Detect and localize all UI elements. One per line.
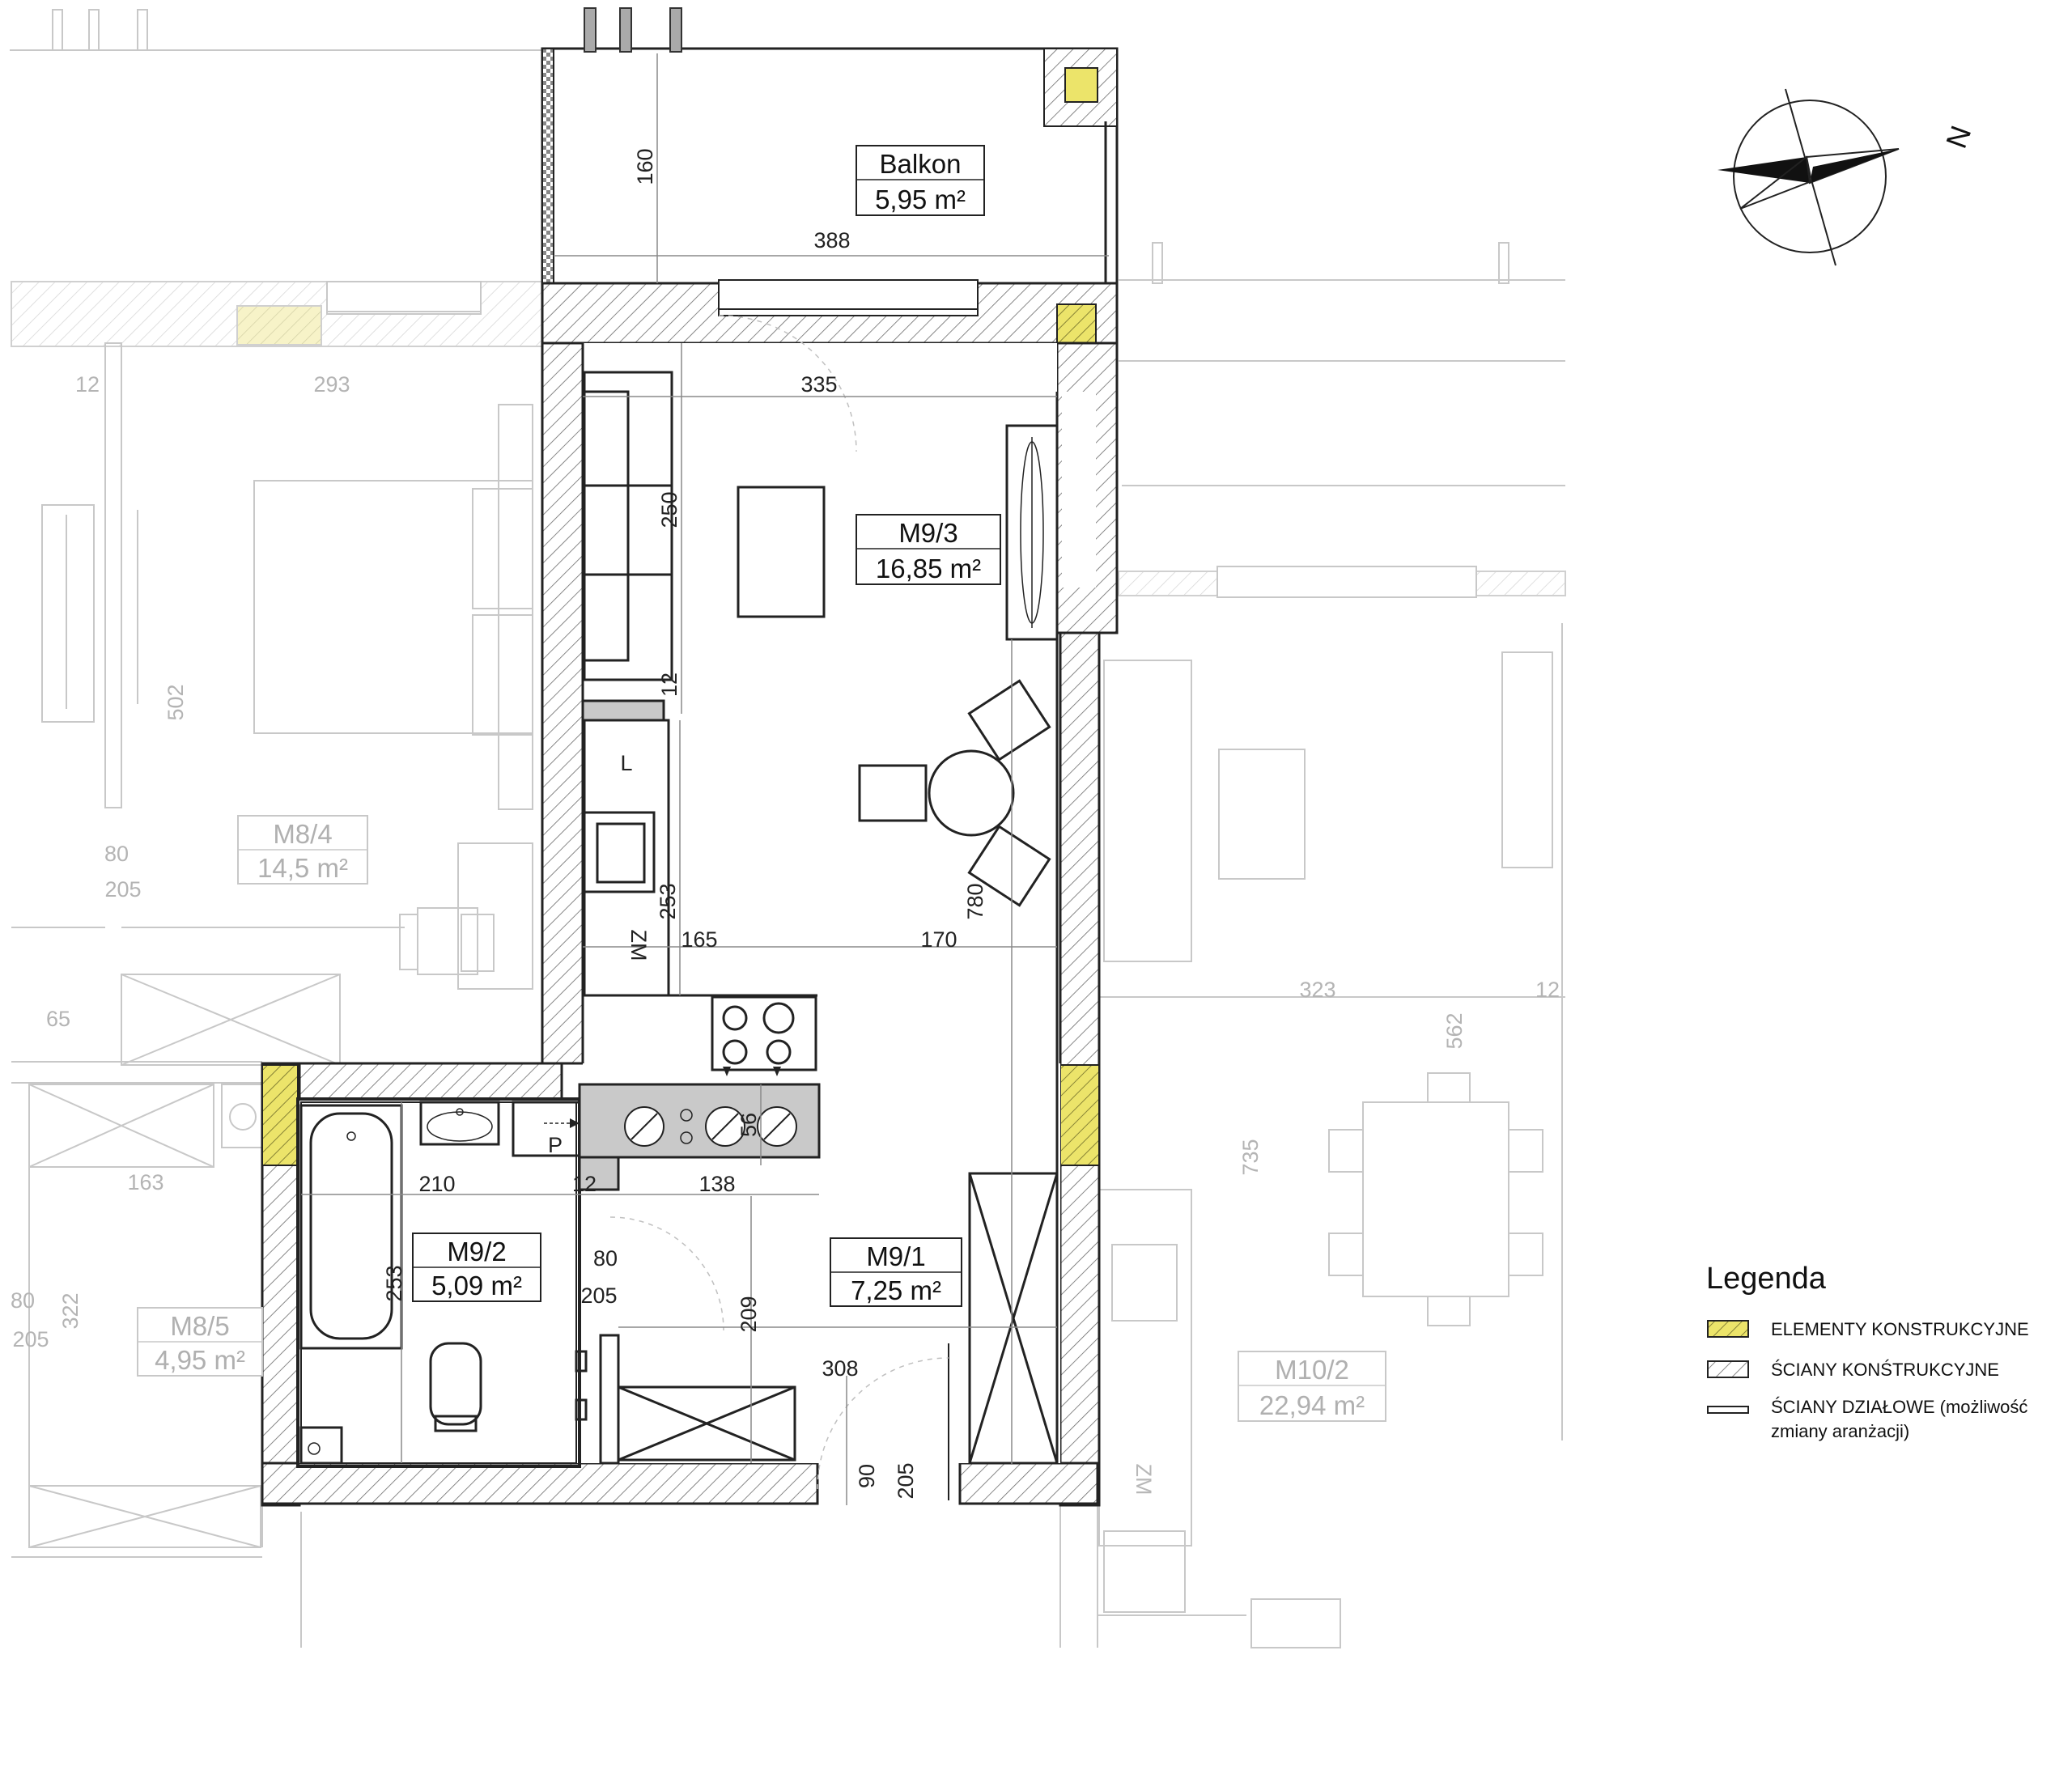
dim-left-322: 322: [58, 1292, 83, 1329]
main-walls: [261, 279, 1119, 1507]
dimension-lines: [301, 53, 1109, 1505]
dim-left-502: 502: [163, 684, 188, 720]
m8-4-area: 14,5 m²: [257, 853, 348, 883]
dim-entry-h: 205: [894, 1462, 918, 1499]
legend-swatch-structural-walls: [1707, 1360, 1749, 1378]
dim-left-12: 12: [75, 372, 100, 397]
legend-label-partition-walls: ŚCIANY DZIAŁOWE (możliwość: [1771, 1397, 2027, 1417]
fridge-label: L: [620, 751, 632, 775]
dim-hall-138: 138: [698, 1172, 735, 1196]
dim-left-80b: 80: [11, 1288, 35, 1313]
dim-door-h: 205: [580, 1283, 617, 1308]
m9-3-name: M9/3: [898, 518, 957, 548]
dim-kitchen-depth: 56: [737, 1113, 761, 1137]
dim-apartment-length: 780: [963, 883, 987, 919]
dim-balcony-width: 388: [813, 228, 850, 252]
balkon-area: 5,95 m²: [875, 185, 966, 214]
dim-left-65: 65: [46, 1007, 70, 1031]
zm-label: ZM: [626, 930, 651, 961]
dim-entry-w: 90: [855, 1464, 879, 1488]
dim-kitchen-length: 253: [656, 883, 680, 919]
neighbor-units: [10, 9, 1566, 1648]
legend-label-structural-elements: ELEMENTY KONSTRUKCYJNE: [1771, 1319, 2029, 1339]
dim-right-12: 12: [1535, 978, 1560, 1002]
m9-1-area: 7,25 m²: [851, 1275, 941, 1305]
m10-2-area: 22,94 m²: [1259, 1390, 1365, 1420]
legend-label-partition-walls-line2: zmiany aranżacji): [1771, 1421, 1909, 1441]
balcony: [541, 7, 1119, 285]
m8-4-name: M8/4: [273, 819, 332, 849]
legend-swatch-partition-walls: [1707, 1406, 1749, 1414]
balkon-name: Balkon: [880, 149, 962, 179]
m8-5-name: M8/5: [170, 1311, 229, 1341]
dim-hall-308: 308: [822, 1356, 858, 1381]
dim-right-323: 323: [1299, 978, 1335, 1002]
legend: Legenda ELEMENTY KONSTRUKCYJNE ŚCIANY KO…: [1706, 1262, 2029, 1441]
p-label: P: [548, 1133, 563, 1157]
legend-swatch-structural-elements: [1707, 1320, 1749, 1338]
dim-living-width: 335: [800, 372, 837, 397]
dim-right-735: 735: [1238, 1139, 1263, 1175]
dim-left-205: 205: [104, 877, 141, 902]
dim-balcony-depth: 160: [633, 148, 657, 185]
dim-sofa-length: 250: [657, 491, 681, 528]
dim-door-w: 80: [593, 1246, 618, 1271]
dim-left-163: 163: [127, 1170, 163, 1194]
m8-5-area: 4,95 m²: [155, 1345, 245, 1375]
m9-3-area: 16,85 m²: [876, 554, 981, 583]
m9-1-name: M9/1: [866, 1241, 925, 1271]
dim-wall-thin-2: 12: [572, 1172, 597, 1196]
compass: N: [1717, 88, 1977, 266]
compass-north-label: N: [1939, 121, 1977, 152]
m9-2-area: 5,09 m²: [431, 1271, 522, 1300]
dim-hall-170: 170: [920, 927, 957, 952]
m9-2-name: M9/2: [447, 1237, 506, 1266]
main-furniture: [299, 315, 1059, 1500]
dim-left-293: 293: [313, 372, 350, 397]
dim-left-205b: 205: [12, 1327, 49, 1351]
legend-label-structural-walls: ŚCIANY KONŚTRUKCYJNE: [1771, 1360, 1999, 1380]
labels: Balkon 5,95 m² M9/3 16,85 m² M9/2 5,09 m…: [11, 145, 1560, 1500]
legend-title: Legenda: [1706, 1262, 1827, 1296]
dim-right-562: 562: [1442, 1012, 1467, 1049]
dim-bath-width: 210: [418, 1172, 455, 1196]
dim-hall-height: 209: [737, 1296, 761, 1332]
dim-wall-thin: 12: [657, 672, 681, 697]
dim-hall-165: 165: [681, 927, 717, 952]
zm-label-2: ZM: [1132, 1464, 1156, 1496]
m10-2-name: M10/2: [1275, 1355, 1349, 1385]
dim-left-80: 80: [104, 842, 129, 866]
dim-bath-length: 253: [382, 1265, 406, 1301]
